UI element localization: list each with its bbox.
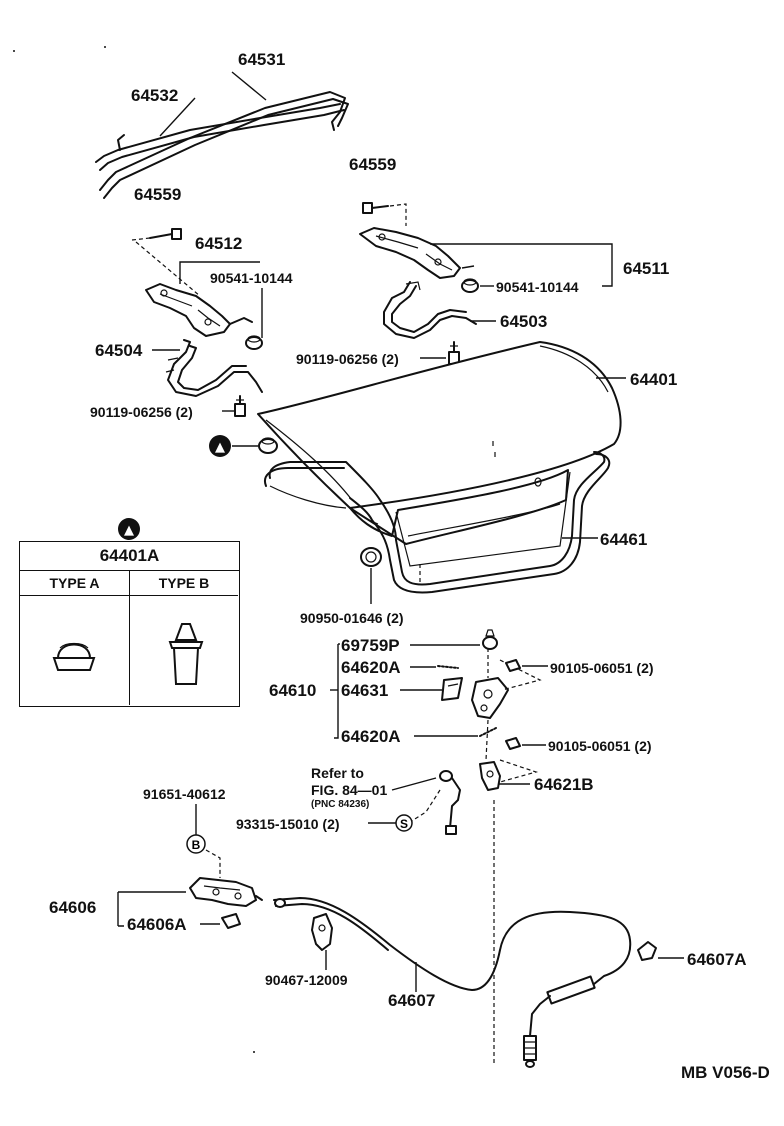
label-64606a: 64606A	[127, 915, 187, 934]
label-64607: 64607	[388, 991, 435, 1010]
nut-90541-right	[461, 278, 479, 293]
clip-64401a	[258, 437, 278, 454]
label-90950: 90950-01646 (2)	[300, 610, 404, 626]
lock-64610	[471, 677, 509, 719]
label-90541-left: 90541-10144	[210, 270, 293, 286]
label-90541-right: 90541-10144	[496, 279, 579, 295]
label-64532: 64532	[131, 86, 178, 105]
label-64607a: 64607A	[687, 950, 747, 969]
label-64511: 64511	[623, 259, 669, 278]
label-64531: 64531	[238, 50, 285, 69]
type-b-clip-icon	[168, 623, 204, 685]
label-64620a-bottom: 64620A	[341, 727, 401, 746]
label-64610: 64610	[269, 681, 316, 700]
type-a-header: TYPE A	[20, 571, 130, 596]
label-90119-right: 90119-06256 (2)	[296, 351, 399, 367]
type-b-cell	[130, 596, 238, 705]
triangle-marker-table: ▲	[118, 518, 140, 540]
label-91651: 91651-40612	[143, 786, 226, 802]
label-64559-right: 64559	[349, 155, 396, 174]
hinge-arm-64503	[383, 281, 477, 339]
hinge-64511	[359, 227, 461, 279]
release-lever-64606	[189, 877, 263, 907]
bolt-90119-right	[448, 341, 460, 365]
torsion-bar-64532	[95, 103, 345, 171]
label-90119-left: 90119-06256 (2)	[90, 404, 193, 420]
striker-64621b	[479, 761, 501, 791]
bolt-90119-left	[234, 395, 246, 417]
label-93315: 93315-15010 (2)	[236, 816, 340, 832]
label-64620a-top: 64620A	[341, 658, 401, 677]
type-a-clip-icon	[52, 642, 96, 671]
bolt-64559-left	[149, 228, 182, 240]
lock-bracket-64631	[441, 677, 463, 701]
cushion-90950	[360, 547, 382, 567]
cover-64606a	[221, 913, 241, 929]
circle-marker-s: S	[395, 814, 413, 832]
label-90467: 90467-12009	[265, 972, 348, 988]
label-64504: 64504	[95, 341, 143, 360]
label-refer-to: Refer to	[311, 765, 364, 781]
hinge-arm-64504	[165, 339, 263, 397]
label-64631: 64631	[341, 681, 388, 700]
bolt-90105-bottom	[505, 737, 521, 750]
svg-text:S: S	[400, 817, 408, 831]
type-table-64401a: 64401A TYPE A TYPE B	[19, 541, 240, 707]
figure-code: MB V056-D	[681, 1063, 770, 1082]
svg-text:▲: ▲	[215, 440, 225, 455]
label-64461: 64461	[600, 530, 647, 549]
label-64401: 64401	[630, 370, 677, 389]
label-90105-bottom: 90105-06051 (2)	[548, 738, 652, 754]
label-64621b: 64621B	[534, 775, 594, 794]
bolt-90105-top	[505, 659, 521, 672]
triangle-marker: ▲	[209, 435, 231, 457]
clamp-90467	[311, 913, 333, 951]
label-64512: 64512	[195, 234, 242, 253]
bolt-64559-right	[362, 202, 389, 214]
cover-69759p	[482, 629, 498, 650]
hinge-64512	[145, 283, 253, 337]
type-b-header: TYPE B	[130, 571, 238, 596]
weatherstrip-64461	[264, 451, 611, 594]
lock-cylinder	[439, 770, 461, 835]
torsion-bar-64531	[99, 91, 349, 199]
label-refer-pnc: (PNC 84236)	[311, 799, 369, 810]
svg-text:B: B	[192, 838, 201, 852]
label-69759p: 69759P	[341, 636, 400, 655]
release-cable-64607	[273, 897, 632, 1068]
circle-marker-b: B	[186, 834, 206, 854]
label-90105-top: 90105-06051 (2)	[550, 660, 654, 676]
trunk-lid-64401	[257, 341, 622, 567]
clip-64607a	[637, 941, 657, 961]
type-a-cell	[20, 596, 130, 705]
type-table-title: 64401A	[20, 542, 239, 571]
label-64606: 64606	[49, 898, 96, 917]
label-64559-left: 64559	[134, 185, 181, 204]
label-refer-fig: FIG. 84—01	[311, 782, 387, 798]
svg-text:▲: ▲	[124, 523, 134, 538]
nut-90541-left	[245, 335, 263, 350]
label-64503: 64503	[500, 312, 547, 331]
